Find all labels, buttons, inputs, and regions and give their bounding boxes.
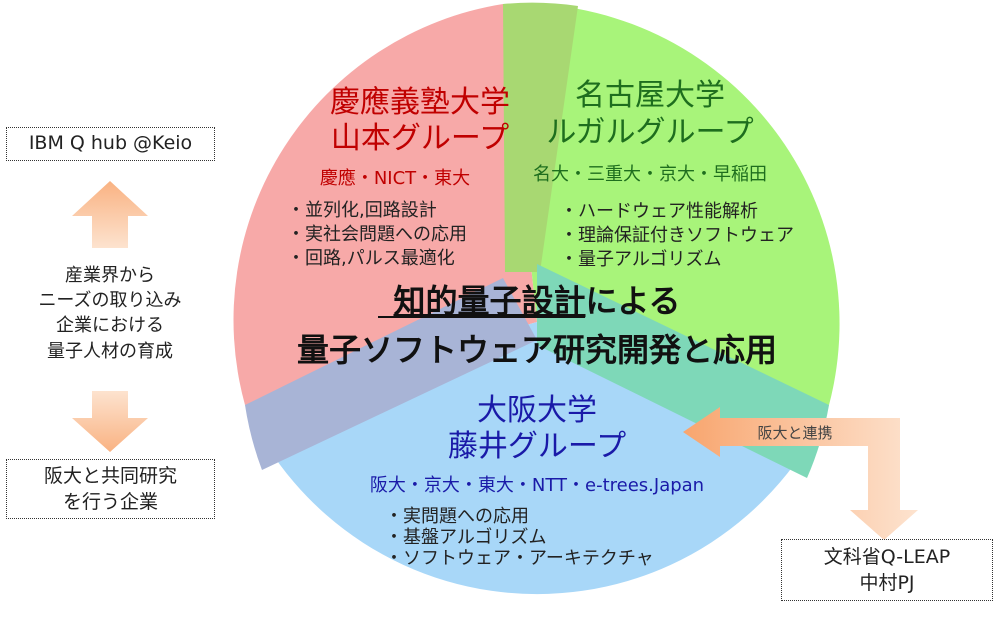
left-text-line-3: 企業における xyxy=(56,315,164,336)
osaka-item-3: ・ソフトウェア・アーキテクチャ xyxy=(385,548,654,569)
left-text-line-4: 量子人材の育成 xyxy=(47,341,173,362)
center-title-line1: 知的量子設計による xyxy=(393,282,680,320)
company-box: 阪大と共同研究 を行う企業 xyxy=(6,459,215,519)
left-text-line-2: ニーズの取り込み xyxy=(38,290,181,311)
keio-item-1: ・並列化,回路設計 xyxy=(287,200,437,221)
company-box-line-2: を行う企業 xyxy=(62,491,158,513)
osaka-item-1: ・実問題への応用 xyxy=(385,506,529,527)
keio-osaka-overlap xyxy=(245,278,537,470)
osaka-name-line1: 大阪大学 xyxy=(477,393,597,428)
company-box-line-1: 阪大と共同研究 xyxy=(43,465,177,487)
ibm-q-hub-label: IBM Q hub @Keio xyxy=(28,132,193,154)
nagoya-item-3: ・量子アルゴリズム xyxy=(560,249,721,270)
ibm-q-hub-box: IBM Q hub @Keio xyxy=(6,127,215,161)
keio-nagoya-overlap xyxy=(503,2,578,272)
keio-name-line1: 慶應義塾大学 xyxy=(330,85,510,120)
downward-arrow xyxy=(72,391,148,452)
nagoya-name-line2: ルガルグループ xyxy=(546,115,753,150)
keio-name-line2: 山本グループ xyxy=(331,121,509,156)
keio-item-2: ・実社会問題への応用 xyxy=(287,224,467,245)
osaka-members: 阪大・京大・東大・NTT・e-trees.Japan xyxy=(370,475,704,496)
upward-arrow xyxy=(72,181,148,248)
circle-sectors xyxy=(233,2,840,595)
nagoya-item-2: ・理論保証付きソフトウェア xyxy=(560,225,794,246)
bent-arrow xyxy=(683,407,918,540)
center-title-line1-rest: による xyxy=(585,282,680,320)
left-text-line-1: 産業界から xyxy=(65,265,155,286)
mext-box-line-2: 中村PJ xyxy=(859,572,915,594)
mext-box-line-1: 文科省Q-LEAP xyxy=(823,546,951,568)
nagoya-name-line1: 名古屋大学 xyxy=(575,78,725,113)
nagoya-members: 名大・三重大・京大・早稲田 xyxy=(533,164,767,185)
center-title: 知的量子設計による 量子ソフトウェア研究開発と応用 xyxy=(297,282,777,369)
mext-box: 文科省Q-LEAP 中村PJ xyxy=(781,539,993,601)
center-title-line2: 量子ソフトウェア研究開発と応用 xyxy=(297,331,777,369)
arrow-label: 阪大と連携 xyxy=(757,424,832,442)
osaka-item-2: ・基盤アルゴリズム xyxy=(385,527,546,548)
osaka-name-line2: 藤井グループ xyxy=(448,429,626,464)
keio-members: 慶應・NICT・東大 xyxy=(320,167,470,189)
keio-item-3: ・回路,パルス最適化 xyxy=(287,248,455,269)
center-title-underlined: 知的量子設計 xyxy=(393,282,585,320)
nagoya-item-1: ・ハードウェア性能解析 xyxy=(560,201,758,222)
